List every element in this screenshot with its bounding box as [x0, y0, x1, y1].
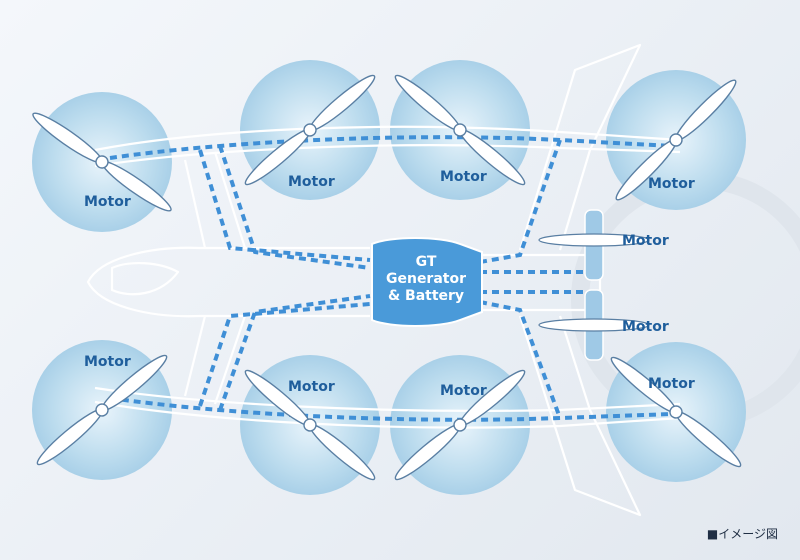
propeller-7 [394, 369, 526, 481]
wiring-front-lower-b [218, 294, 371, 411]
tail-prop-upper [538, 233, 650, 247]
motor-label-2: Motor [288, 174, 335, 190]
motor-label-10: Motor [648, 376, 695, 392]
front-wing-lower [183, 315, 247, 405]
propeller-2 [244, 74, 376, 186]
propeller-8 [610, 356, 742, 468]
propellers [32, 74, 742, 481]
image-note: ■イメージ図 [706, 527, 778, 541]
motor-label-4: Motor [648, 176, 695, 192]
wiring-upper-boom [109, 135, 673, 160]
center-label-line1: GT [416, 254, 437, 270]
motor-label-7: Motor [84, 354, 131, 370]
motor-label-8: Motor [288, 379, 335, 395]
motor-label-3: Motor [440, 169, 487, 185]
upper-boom-inner [94, 144, 681, 168]
wiring-front-upper-b [218, 145, 371, 270]
tail-section [480, 253, 602, 312]
motor-label-1: Motor [84, 194, 131, 210]
wiring-rear-lower [479, 300, 562, 419]
fuselage-nose [86, 246, 201, 318]
cockpit-canopy [110, 261, 180, 296]
center-label-line3: & Battery [388, 288, 464, 304]
motor-label-6: Motor [622, 319, 669, 335]
propeller-4 [615, 79, 737, 201]
airframe-outline [86, 43, 681, 517]
motor-label-5: Motor [622, 233, 669, 249]
rear-wing-upper [518, 43, 642, 251]
propeller-5 [36, 354, 168, 466]
rear-wing-lower [518, 315, 642, 517]
wiring-lower-boom [109, 396, 673, 422]
lower-boom-inner [94, 386, 681, 412]
wiring-front-upper-a [198, 149, 371, 262]
tail-prop-lower [538, 318, 650, 332]
tail-fans [538, 209, 650, 361]
propeller-3 [394, 74, 526, 186]
wiring-rear-upper [479, 139, 562, 264]
gt-generator-battery-unit [371, 237, 483, 327]
power-wiring [109, 135, 673, 422]
propeller-1 [32, 112, 172, 212]
center-label-line2: Generator [386, 271, 466, 287]
motor-label-9: Motor [440, 383, 487, 399]
front-wing-upper [183, 151, 247, 249]
